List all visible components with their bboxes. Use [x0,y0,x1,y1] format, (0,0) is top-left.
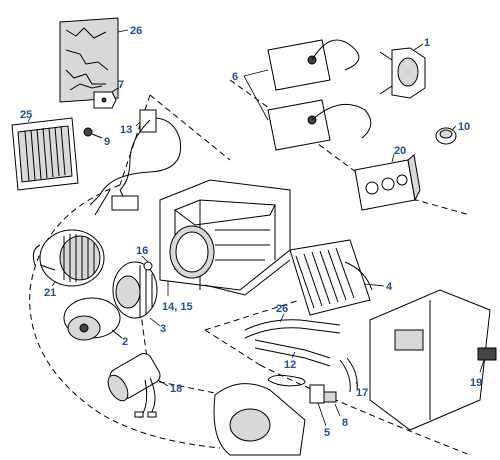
part-13-relay-wiring [89,109,182,216]
part-5-8-valve-cable [267,374,341,427]
callout-4: 4 [386,281,393,293]
callout-18: 18 [170,383,182,395]
callout-6: 6 [232,71,238,83]
part-2-motor [63,297,123,341]
callout-12: 12 [284,359,296,371]
callout-7: 7 [118,79,124,91]
part-6-control-cables [243,39,372,151]
part-9-screw [83,127,103,139]
callout-20: 20 [394,145,406,157]
part-25-air-filter [11,117,79,191]
part-10-knob [435,125,457,145]
part-12-hose [291,351,296,359]
part-4-heater-core [289,239,385,316]
part-20-control-panel [354,153,421,211]
part-26-filter-pad [59,17,129,103]
callout-2: 2 [122,336,128,348]
callout-14-15: 14, 15 [162,301,193,313]
right-cover-panel [369,289,497,431]
part-26-hoses [244,313,341,367]
callout-9: 9 [104,136,110,148]
part-18-motor [107,353,169,419]
part-17-hose [339,357,359,393]
callout-17: 17 [356,387,368,399]
callout-3: 3 [160,323,166,335]
callout-10: 10 [458,121,470,133]
heater-housing [159,179,291,296]
callout-1: 1 [424,37,430,49]
callout-13: 13 [120,124,132,136]
callout-19: 19 [470,377,482,389]
part-3-blower-wheel [112,261,161,327]
part-21-blower-assembly [32,229,105,287]
duct-shell [213,383,306,456]
callout-25: 25 [20,109,32,121]
part-16-clip [141,255,153,271]
callout-26-top: 26 [130,25,142,37]
callout-16: 16 [136,245,148,257]
callout-26-hoses: 26 [276,303,288,315]
part-1-valve [379,43,426,99]
callout-21: 21 [44,287,56,299]
callout-5: 5 [324,427,330,439]
callout-8: 8 [342,417,348,429]
part-7-bracket [93,87,119,109]
